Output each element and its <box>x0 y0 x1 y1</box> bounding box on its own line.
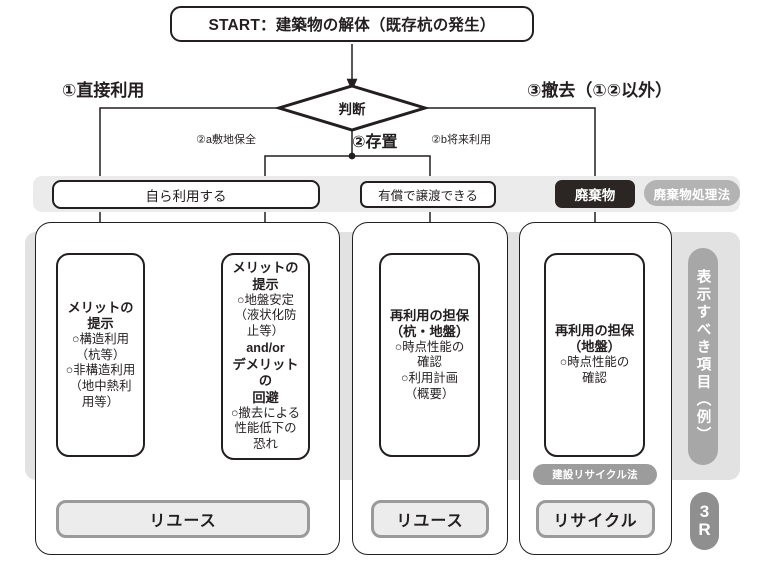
outcome-reuse-left: リユース <box>56 500 310 538</box>
detail-line: 再利用の担保 <box>554 323 635 339</box>
badge-3r-line1: 3 <box>699 502 710 522</box>
branch-label-site-conservation: ②a敷地保全 <box>196 134 256 146</box>
detail-line: 回避 <box>252 389 279 405</box>
outcome-recycle-right: リサイクル <box>536 500 655 538</box>
detail-line: デメリットの <box>232 357 299 389</box>
detail-line: メリットの <box>67 299 134 315</box>
pill-waste-law: 廃棄物処理法 <box>644 180 740 206</box>
badge-3r: 3 R <box>690 492 719 550</box>
detail-line: （地中熱利 <box>69 378 132 393</box>
detail-line: 用等） <box>81 394 120 409</box>
detail-line: 確認 <box>582 371 607 386</box>
detail-line: 性能低下の <box>234 421 297 436</box>
detail-line: ○時点性能の <box>559 355 630 370</box>
detail-line: 恐れ <box>253 436 278 451</box>
box-paid-transfer: 有償で譲渡できる <box>360 181 496 208</box>
detail-line: ○地盤安定 <box>236 292 295 307</box>
pill-construction-recycle-law: 建設リサイクル法 <box>533 464 657 485</box>
detail-line: ○時点性能の <box>394 339 465 354</box>
detail-line: メリットの <box>232 260 299 276</box>
branch-label-retention: ②存置 <box>352 134 398 151</box>
detail-line: 止等） <box>246 323 285 338</box>
box-self-use: 自ら利用する <box>52 180 320 209</box>
detail-line: 確認 <box>417 355 442 370</box>
start-box: START：建築物の解体（既存杭の発生） <box>170 6 534 42</box>
detail-line: 提示 <box>87 315 114 331</box>
branch-label-removal: ③撤去（①②以外） <box>527 81 673 100</box>
detail-line: ○利用計画 <box>400 371 459 386</box>
detail-merit-structural: メリットの 提示 ○構造利用 （杭等） ○非構造利用 （地中熱利 用等） <box>56 253 145 457</box>
detail-merit-ground: メリットの 提示 ○地盤安定 （液状化防 止等） and/or デメリットの 回… <box>221 253 310 460</box>
badge-3r-line2: R <box>698 520 711 539</box>
decision-label: 判断 <box>338 102 366 117</box>
detail-line: ○構造利用 <box>71 332 130 347</box>
detail-line: ○撤去による <box>230 405 301 420</box>
detail-line: and/or <box>246 340 285 355</box>
detail-line: 提示 <box>252 276 279 292</box>
detail-line: （杭等） <box>75 347 126 362</box>
box-waste: 廃棄物 <box>555 180 635 208</box>
detail-line: 再利用の担保 <box>389 307 470 323</box>
detail-line: （地盤） <box>568 339 621 355</box>
side-label-display-items: 表示すべき項目（例） <box>688 248 718 465</box>
branch-label-future-use: ②b将来利用 <box>431 134 491 146</box>
outcome-reuse-middle: リユース <box>371 500 489 538</box>
branch-label-direct-use: ①直接利用 <box>62 81 145 100</box>
detail-line: ○非構造利用 <box>65 363 136 378</box>
detail-line: （液状化防 <box>234 308 297 323</box>
detail-line: （概要） <box>404 386 455 401</box>
detail-reuse-guarantee-pile-ground: 再利用の担保 （杭・地盤） ○時点性能の 確認 ○利用計画 （概要） <box>379 253 480 457</box>
detail-reuse-guarantee-ground: 再利用の担保 （地盤） ○時点性能の 確認 <box>544 253 645 457</box>
junction-dot <box>348 152 356 160</box>
detail-line: （杭・地盤） <box>389 323 470 339</box>
